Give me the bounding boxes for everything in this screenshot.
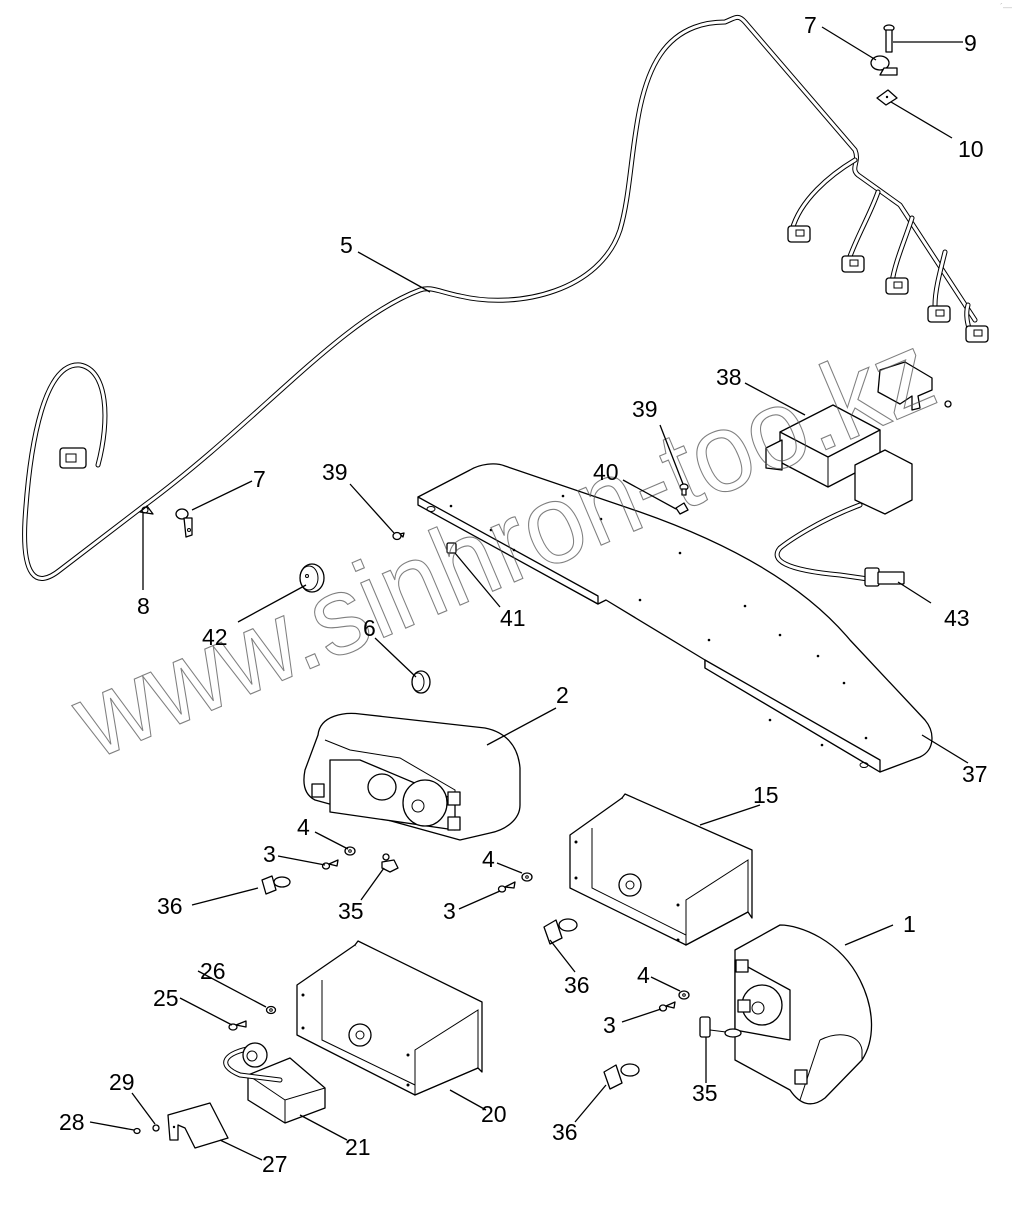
callout-3: 3 <box>603 1012 616 1038</box>
rivet-icon <box>679 483 689 496</box>
screw-icon <box>133 1127 141 1135</box>
callout-43: 43 <box>944 605 970 631</box>
callout-26: 26 <box>200 958 226 984</box>
washer-icon <box>678 990 690 1000</box>
relay-module <box>223 1042 326 1124</box>
bracket-icon <box>167 1102 229 1149</box>
callout-29: 29 <box>109 1069 135 1095</box>
callout-41: 41 <box>500 605 526 631</box>
wire-harness <box>22 14 989 581</box>
screw-icon <box>658 1001 676 1012</box>
nut-plate-icon <box>876 89 898 106</box>
lamp-housing-left <box>303 712 521 841</box>
callout-5: 5 <box>340 232 353 258</box>
connector-icon <box>965 325 989 343</box>
clip-nut-icon <box>675 502 689 515</box>
callout-9: 9 <box>964 30 977 56</box>
lamp-housing-right <box>734 924 873 1105</box>
callout-4: 4 <box>297 814 310 840</box>
callout-38: 38 <box>716 364 742 390</box>
screw-icon <box>228 1020 247 1031</box>
callout-37: 37 <box>962 761 988 787</box>
work-lamp-upper <box>569 793 753 946</box>
callout-25: 25 <box>153 985 179 1011</box>
callout-27: 27 <box>262 1151 288 1177</box>
screw-icon <box>497 881 516 893</box>
callout-labels: 7 9 10 5 7 8 42 39 41 6 39 40 38 43 37 2… <box>59 12 988 1177</box>
callout-36: 36 <box>552 1119 578 1145</box>
corner-mark: ´— <box>1000 2 1012 12</box>
clip-nut-icon <box>446 542 457 554</box>
callout-7: 7 <box>253 466 266 492</box>
connector-icon <box>59 447 87 469</box>
callout-6: 6 <box>363 615 376 641</box>
callout-2: 2 <box>556 682 569 708</box>
connector-icon <box>841 255 865 273</box>
callout-39: 39 <box>322 459 348 485</box>
callout-1: 1 <box>903 911 916 937</box>
callout-35: 35 <box>692 1080 718 1106</box>
callout-40: 40 <box>593 459 619 485</box>
leader-lines <box>89 26 969 1161</box>
mounting-plate <box>417 463 933 773</box>
nut-icon <box>152 1124 160 1132</box>
callout-3: 3 <box>263 841 276 867</box>
callout-10: 10 <box>958 136 984 162</box>
work-lamp-lower <box>296 940 483 1096</box>
halogen-bulb-icon <box>603 1063 640 1090</box>
connector-icon <box>927 305 951 323</box>
callout-4: 4 <box>482 846 495 872</box>
bolt-icon <box>883 24 895 53</box>
bulb-socket-icon <box>381 853 399 873</box>
callout-36: 36 <box>564 972 590 998</box>
callout-7: 7 <box>804 12 817 38</box>
halogen-bulb-icon <box>261 875 291 895</box>
callout-28: 28 <box>59 1109 85 1135</box>
control-module <box>765 361 952 587</box>
clamp-icon <box>175 508 193 538</box>
grommet-icon <box>411 670 431 694</box>
halogen-bulb-icon <box>543 918 578 945</box>
callout-4: 4 <box>637 962 650 988</box>
callout-35: 35 <box>338 898 364 924</box>
callout-39: 39 <box>632 396 658 422</box>
bulb-socket-icon <box>699 1016 742 1038</box>
callout-8: 8 <box>137 593 150 619</box>
washer-icon <box>265 1005 277 1015</box>
callout-3: 3 <box>443 898 456 924</box>
callout-21: 21 <box>345 1134 371 1160</box>
washer-icon <box>521 872 533 882</box>
rivet-icon <box>392 531 405 541</box>
callout-42: 42 <box>202 624 228 650</box>
connector-icon <box>885 277 909 295</box>
callout-15: 15 <box>753 782 779 808</box>
connector-icon <box>787 225 811 243</box>
callout-20: 20 <box>481 1101 507 1127</box>
callout-36: 36 <box>157 893 183 919</box>
